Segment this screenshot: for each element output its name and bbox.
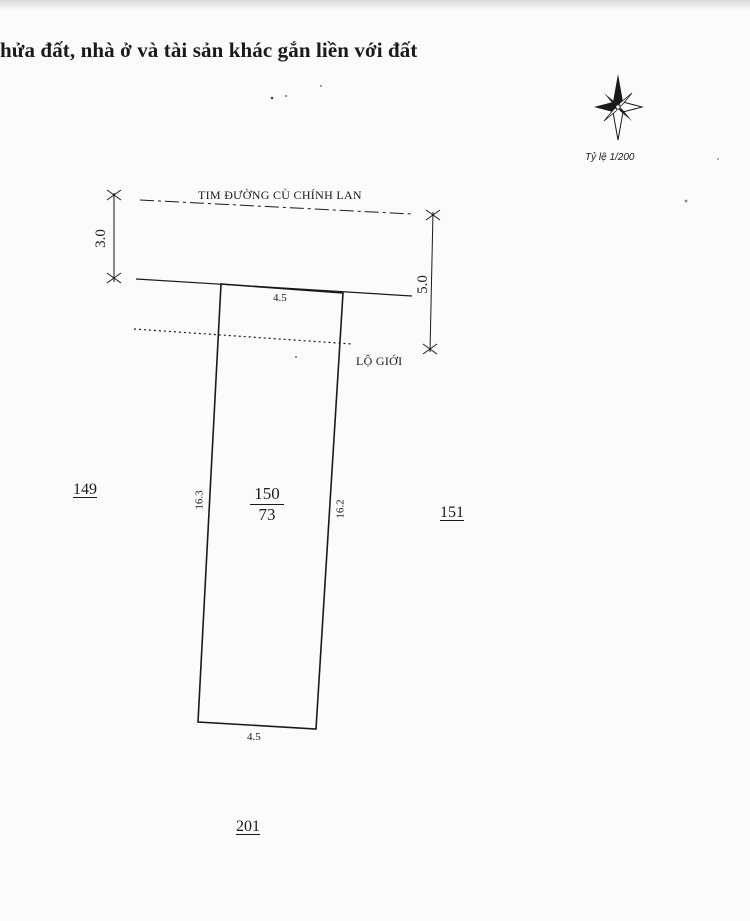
road-centerline	[139, 199, 413, 215]
scale-label: Tỷ lệ 1/200	[585, 152, 635, 163]
road-centerline-label: TIM ĐƯỜNG CÙ CHÍNH LAN	[198, 188, 362, 202]
compass-rose-icon	[594, 74, 644, 141]
top-width-label: 4.5	[273, 292, 287, 304]
scan-edge	[0, 0, 750, 10]
road-offset-label: 3.0	[92, 229, 109, 248]
parcel-number-area: 150 73	[250, 484, 284, 525]
parcel-outline	[197, 283, 344, 730]
neighbor-parcel-bottom: 201	[236, 818, 260, 835]
bottom-width-label: 4.5	[247, 731, 261, 743]
right-length-label: 16.2	[334, 499, 347, 519]
left-length-label: 16.3	[193, 490, 206, 510]
parcel-area: 73	[258, 505, 276, 524]
neighbor-parcel-left: 149	[73, 481, 97, 498]
parcel-number: 150	[250, 484, 284, 505]
neighbor-parcel-right: 151	[440, 504, 464, 521]
boundary-offset-label: 5.0	[414, 275, 431, 294]
dimension-5-0	[422, 209, 441, 355]
dimension-3-0	[106, 189, 122, 284]
document-heading: hửa đất, nhà ở và tài sản khác gắn liền …	[0, 38, 418, 62]
lo-gioi-line	[133, 328, 353, 345]
lo-gioi-label: LỘ GIỚI	[356, 354, 403, 368]
